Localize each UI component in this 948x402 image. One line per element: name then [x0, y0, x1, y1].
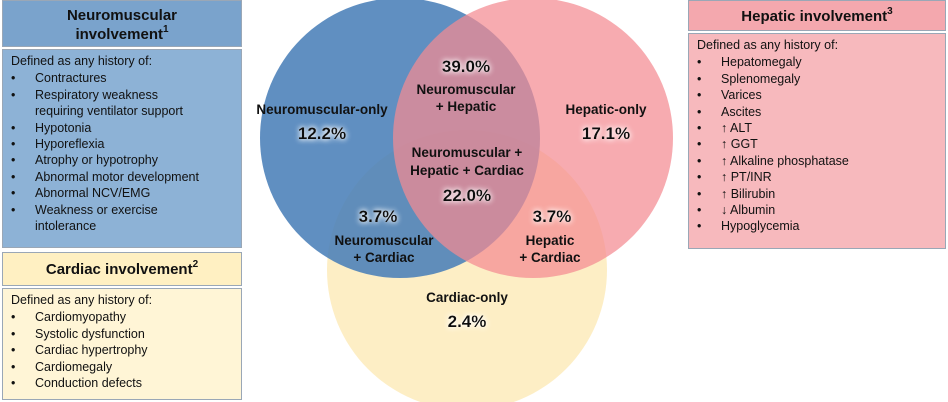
label-nm-hepatic-1: Neuromuscular: [416, 82, 516, 97]
list-item: Weakness or exercise: [11, 202, 235, 219]
list-item: Respiratory weakness: [11, 87, 235, 104]
list-item: Conduction defects: [11, 375, 235, 392]
list-item: ↑ GGT: [697, 136, 939, 153]
list-item: ↑ PT/INR: [697, 169, 939, 186]
label-nm-hepatic-2: + Hepatic: [436, 99, 497, 114]
list-item: Hypoglycemia: [697, 218, 939, 235]
value-nm-hepatic: 39.0%: [442, 57, 490, 76]
list-item: Varices: [697, 87, 939, 104]
hepatic-definition: Defined as any history of: Hepatomegaly …: [688, 33, 946, 249]
neuromuscular-definition: Defined as any history of: Contractures …: [2, 49, 242, 248]
list-item: Abnormal motor development: [11, 169, 235, 186]
value-cardiac-only: 2.4%: [448, 312, 487, 331]
list-item: Cardiomyopathy: [11, 309, 235, 326]
list-item: Cardiomegaly: [11, 359, 235, 376]
hepatic-intro: Defined as any history of:: [697, 38, 839, 52]
value-neuromuscular-only: 12.2%: [298, 124, 346, 143]
list-item: Contractures: [11, 70, 235, 87]
list-item: ↑ Alkaline phosphatase: [697, 153, 939, 170]
neuromuscular-list: Contractures Respiratory weakness requir…: [11, 70, 235, 234]
hepatic-title: Hepatic involvement3: [688, 0, 946, 31]
neuromuscular-panel: Neuromuscular involvement1 Defined as an…: [2, 0, 242, 248]
cardiac-title: Cardiac involvement2: [2, 252, 242, 286]
list-item-continuation: requiring ventilator support: [35, 104, 183, 119]
list-item: Cardiac hypertrophy: [11, 342, 235, 359]
list-item: Abnormal NCV/EMG: [11, 185, 235, 202]
list-item: Hypotonia: [11, 120, 235, 137]
list-item: Hepatomegaly: [697, 54, 939, 71]
circle-hepatic: [393, 0, 673, 278]
cardiac-list: Cardiomyopathy Systolic dysfunction Card…: [11, 309, 235, 391]
value-hepatic-cardiac: 3.7%: [533, 207, 572, 226]
label-cardiac-only: Cardiac-only: [426, 290, 508, 305]
list-item: Splenomegaly: [697, 71, 939, 88]
label-hepatic-cardiac-2: + Cardiac: [519, 250, 581, 265]
value-nm-cardiac: 3.7%: [359, 207, 398, 226]
label-hepatic-cardiac-1: Hepatic: [526, 233, 575, 248]
neuromuscular-footnote: 1: [162, 24, 169, 35]
list-item: ↑ Bilirubin: [697, 186, 939, 203]
list-item: Systolic dysfunction: [11, 326, 235, 343]
label-nm-cardiac-2: + Cardiac: [353, 250, 415, 265]
neuromuscular-title-line2: involvement: [75, 26, 163, 43]
cardiac-panel: Cardiac involvement2 Defined as any hist…: [2, 252, 242, 400]
hepatic-title-text: Hepatic involvement: [741, 8, 888, 25]
cardiac-intro: Defined as any history of:: [11, 293, 153, 307]
list-item: Atrophy or hypotrophy: [11, 152, 235, 169]
list-item: Ascites: [697, 104, 939, 121]
label-nm-cardiac-1: Neuromuscular: [334, 233, 434, 248]
hepatic-list: Hepatomegaly Splenomegaly Varices Ascite…: [697, 54, 939, 235]
neuromuscular-title: Neuromuscular involvement1: [2, 0, 242, 47]
cardiac-footnote: 2: [192, 259, 199, 270]
hepatic-footnote: 3: [887, 6, 893, 17]
list-item-continuation: intolerance: [35, 219, 97, 234]
label-all-2: Hepatic + Cardiac: [410, 163, 524, 178]
neuromuscular-intro: Defined as any history of:: [11, 54, 153, 68]
neuromuscular-title-line1: Neuromuscular: [66, 7, 178, 24]
value-all: 22.0%: [443, 186, 491, 205]
list-item: ↑ ALT: [697, 120, 939, 137]
label-neuromuscular-only: Neuromuscular-only: [256, 102, 388, 117]
hepatic-panel: Hepatic involvement3 Defined as any hist…: [688, 0, 946, 249]
label-all-1: Neuromuscular +: [412, 145, 523, 160]
list-item: ↓ Albumin: [697, 202, 939, 219]
value-hepatic-only: 17.1%: [582, 124, 630, 143]
list-item: Hyporeflexia: [11, 136, 235, 153]
label-hepatic-only: Hepatic-only: [565, 102, 647, 117]
cardiac-title-text: Cardiac involvement: [45, 261, 193, 278]
cardiac-definition: Defined as any history of: Cardiomyopath…: [2, 288, 242, 400]
